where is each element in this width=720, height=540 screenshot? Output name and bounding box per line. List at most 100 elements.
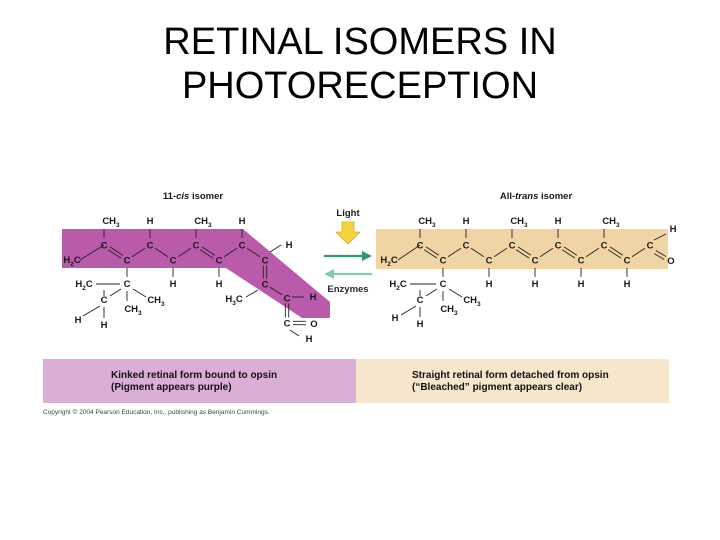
- trans-single-bond: [448, 288, 463, 298]
- right-arrow-head-icon: [362, 251, 372, 261]
- cis-hydrogen-atom: H: [306, 334, 313, 345]
- cis-single-bond: [131, 247, 146, 258]
- trans-carbon-atom: C: [417, 241, 424, 252]
- down-arrow-icon: [335, 221, 361, 245]
- caption-cis-text: Kinked retinal form bound to opsin (Pigm…: [111, 370, 277, 394]
- cis-carbon-atom: C: [170, 256, 177, 267]
- cis-hydrogen-atom: H: [310, 292, 317, 303]
- cis-single-bond: [177, 247, 192, 258]
- cis-methylene-label: H2C: [63, 255, 81, 268]
- cis-hydrogen-atom: H: [147, 216, 154, 227]
- trans-methylene-label: H2C: [389, 279, 407, 292]
- trans-methyl-label: CH3: [510, 216, 528, 229]
- cis-single-bond: [246, 247, 261, 258]
- cis-methylene-label: H2C: [75, 279, 93, 292]
- trans-double-bond: [515, 246, 532, 259]
- enzymes-label: Enzymes: [327, 284, 368, 295]
- trans-methyl-label: CH3: [602, 216, 620, 229]
- trans-hydrogen-atom: H: [417, 319, 424, 330]
- trans-single-bond: [631, 247, 646, 258]
- cis-oxygen-atom: O: [310, 319, 317, 330]
- cis-single-bond: [154, 247, 169, 258]
- trans-methyl-label: CH3: [418, 216, 436, 229]
- cis-isomer-label: 11-cis isomer: [163, 191, 224, 202]
- caption-trans-line2: (“Bleached” pigment appears clear): [412, 382, 583, 393]
- cis-carbon-atom: C: [284, 294, 291, 305]
- trans-hydrogen-atom: H: [624, 279, 631, 290]
- cis-carbon-atom: C: [284, 319, 291, 330]
- caption-cis-line1: Kinked retinal form bound to opsin: [111, 370, 278, 381]
- cis-single-bond: [289, 329, 300, 337]
- trans-hydrogen-atom: H: [392, 313, 399, 324]
- trans-single-bond: [447, 247, 462, 258]
- trans-carbon-atom: C: [532, 256, 539, 267]
- trans-single-bond: [470, 247, 485, 258]
- cis-hydrogen-atom: H: [170, 279, 177, 290]
- cis-single-bond: [223, 247, 238, 258]
- trans-hydrogen-atom: H: [486, 279, 493, 290]
- cis-carbon-atom: C: [124, 279, 131, 290]
- cis-methyl-label: CH3: [102, 216, 120, 229]
- trans-carbon-atom: C: [486, 256, 493, 267]
- trans-carbon-atom: C: [509, 241, 516, 252]
- cis-isomer-band: [62, 229, 330, 318]
- cis-double-bond: [199, 246, 216, 259]
- cis-double-bond: [284, 303, 290, 318]
- cis-methyl-label: CH3: [147, 295, 165, 308]
- cis-hydrogen-atom: H: [239, 216, 246, 227]
- trans-carbon-atom: C: [647, 241, 654, 252]
- cis-hydrogen-atom: H: [286, 240, 293, 251]
- trans-single-bond: [397, 244, 421, 261]
- trans-carbon-atom: C: [440, 279, 447, 290]
- caption-trans-panel: Straight retinal form detached from opsi…: [356, 359, 669, 403]
- trans-hydrogen-atom: H: [578, 279, 585, 290]
- trans-double-bond: [561, 246, 578, 259]
- trans-carbon-atom: C: [463, 241, 470, 252]
- slide-title-line2: PHOTORECEPTION: [181, 65, 539, 107]
- copyright-notice: Copyright © 2004 Pearson Education, Inc.…: [43, 409, 270, 416]
- cis-hydrogen-atom: H: [75, 315, 82, 326]
- cis-methyl-label: H3C: [225, 294, 243, 307]
- cis-carbon-atom: C: [239, 241, 246, 252]
- trans-methyl-label: CH3: [463, 295, 481, 308]
- cis-single-bond: [269, 244, 282, 253]
- slide-title: RETINAL ISOMERS IN PHOTORECEPTION: [0, 20, 720, 108]
- trans-hydrogen-atom: H: [463, 216, 470, 227]
- trans-double-bond: [423, 246, 440, 259]
- trans-carbon-atom: C: [417, 295, 424, 306]
- trans-oxygen-atom: O: [667, 256, 674, 267]
- trans-carbon-atom: C: [578, 256, 585, 267]
- trans-carbon-atom: C: [624, 256, 631, 267]
- cis-carbon-atom: C: [216, 256, 223, 267]
- cis-carbon-atom: C: [193, 241, 200, 252]
- trans-single-bond: [585, 247, 600, 258]
- trans-methylene-label: H2C: [380, 255, 398, 268]
- caption-trans-text: Straight retinal form detached from opsi…: [412, 370, 609, 394]
- slide-title-line1: RETINAL ISOMERS IN: [163, 21, 557, 63]
- cis-hydrogen-atom: H: [216, 279, 223, 290]
- trans-single-bond: [653, 233, 667, 241]
- cis-single-bond: [79, 244, 105, 261]
- trans-single-bond: [539, 247, 554, 258]
- cis-carbon-atom: C: [262, 280, 269, 291]
- cis-carbon-atom: C: [101, 295, 108, 306]
- trans-hydrogen-atom: H: [555, 216, 562, 227]
- trans-double-bond: [607, 246, 624, 259]
- cis-carbon-atom: C: [124, 256, 131, 267]
- cis-carbon-atom: C: [147, 241, 154, 252]
- trans-hydrogen-atom: H: [532, 279, 539, 290]
- cis-single-bond: [132, 288, 147, 298]
- cis-carbon-atom: C: [262, 256, 269, 267]
- cis-methyl-label: CH3: [124, 304, 142, 317]
- trans-carbon-atom: C: [555, 241, 562, 252]
- trans-single-bond: [493, 247, 508, 258]
- trans-single-bond: [400, 305, 417, 316]
- caption-cis-panel: Kinked retinal form bound to opsin (Pigm…: [43, 359, 356, 403]
- trans-methyl-label: CH3: [440, 304, 458, 317]
- trans-carbon-atom: C: [601, 241, 608, 252]
- cis-hydrogen-atom: H: [101, 320, 108, 331]
- caption-cis-line2: (Pigment appears purple): [111, 382, 232, 393]
- trans-hydrogen-atom: H: [670, 224, 677, 235]
- cis-single-bond: [269, 286, 283, 296]
